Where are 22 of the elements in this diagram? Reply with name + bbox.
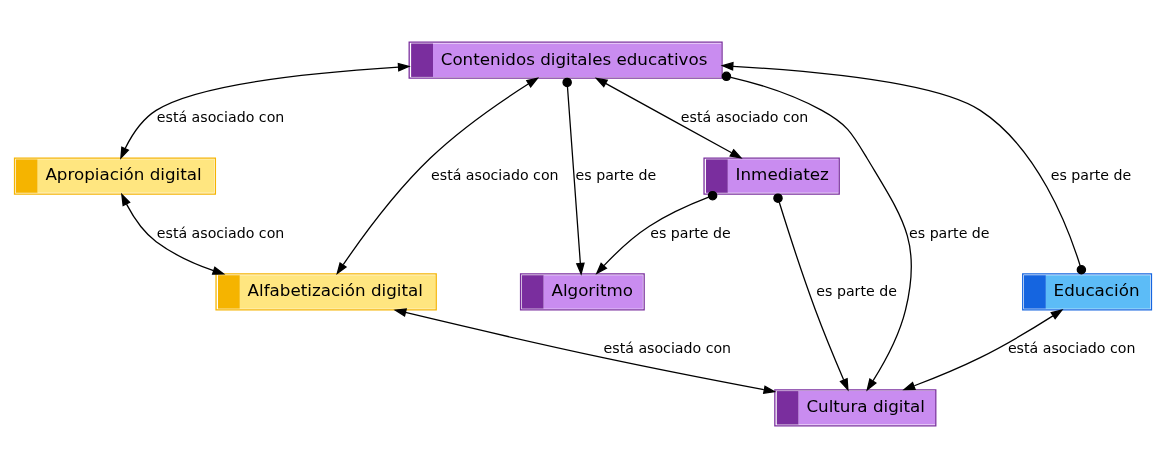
edge-label: es parte de xyxy=(1050,166,1132,183)
edge-label: está asociado con xyxy=(603,339,732,356)
arrow xyxy=(594,76,743,159)
arrow xyxy=(562,77,585,276)
arrow xyxy=(393,307,777,394)
edge-label: está asociado con xyxy=(156,108,285,125)
edge-label: está asociado con xyxy=(156,224,285,241)
edge-label: es parte de xyxy=(575,166,657,183)
edge-label: está asociado con xyxy=(1007,339,1136,356)
edge-label: es parte de xyxy=(816,282,897,299)
arrow xyxy=(595,190,718,275)
arrow xyxy=(721,71,913,391)
arrow xyxy=(120,62,411,160)
arrow xyxy=(902,308,1064,390)
edge-label: está asociado con xyxy=(680,108,809,125)
arrow xyxy=(336,76,540,275)
arrow xyxy=(773,192,849,391)
arrow xyxy=(720,61,1087,275)
edge-label: está asociado con xyxy=(431,166,559,183)
edge-label: es parte de xyxy=(650,224,731,241)
arrow xyxy=(121,192,226,275)
edge-label: es parte de xyxy=(909,224,990,241)
